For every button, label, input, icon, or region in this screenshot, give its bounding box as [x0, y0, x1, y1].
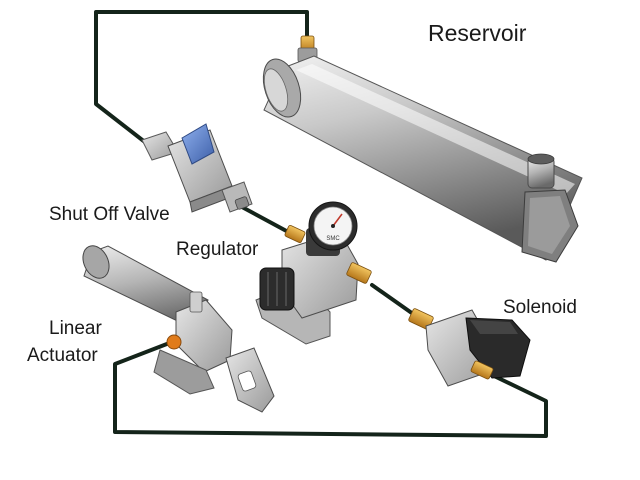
tube-valve-to-regulator	[240, 205, 294, 236]
gauge-brand: SMC	[326, 236, 340, 242]
regulator-icon: SMC	[255, 201, 372, 345]
solenoid-icon	[408, 308, 531, 387]
linear-label: Linear	[49, 318, 102, 339]
actuator-mount-foot	[153, 349, 215, 395]
solenoid-outlet-fitting	[470, 360, 494, 380]
shut-off-valve-label: Shut Off Valve	[49, 204, 170, 225]
regulator-inlet-fitting	[284, 225, 306, 243]
actuator-label: Actuator	[27, 345, 98, 366]
actuator-port-orange	[166, 334, 182, 350]
actuator-port-top	[189, 291, 203, 313]
regulator-label: Regulator	[176, 239, 259, 260]
regulator-outlet-fitting	[346, 262, 372, 284]
solenoid-inlet-fitting	[408, 308, 434, 330]
tube-regulator-to-solenoid	[370, 283, 418, 318]
reservoir-icon	[262, 35, 583, 263]
linear-actuator-icon	[82, 245, 275, 413]
reservoir-label: Reservoir	[428, 20, 527, 46]
air-tubing	[94, 10, 548, 438]
solenoid-label: Solenoid	[503, 297, 577, 318]
tube-reservoir-to-valve	[94, 10, 309, 148]
tube-actuator-to-solenoid	[113, 340, 548, 438]
shut-off-valve-icon	[141, 123, 253, 213]
valve-handle	[181, 123, 215, 165]
actuator-end-cap	[82, 245, 110, 279]
